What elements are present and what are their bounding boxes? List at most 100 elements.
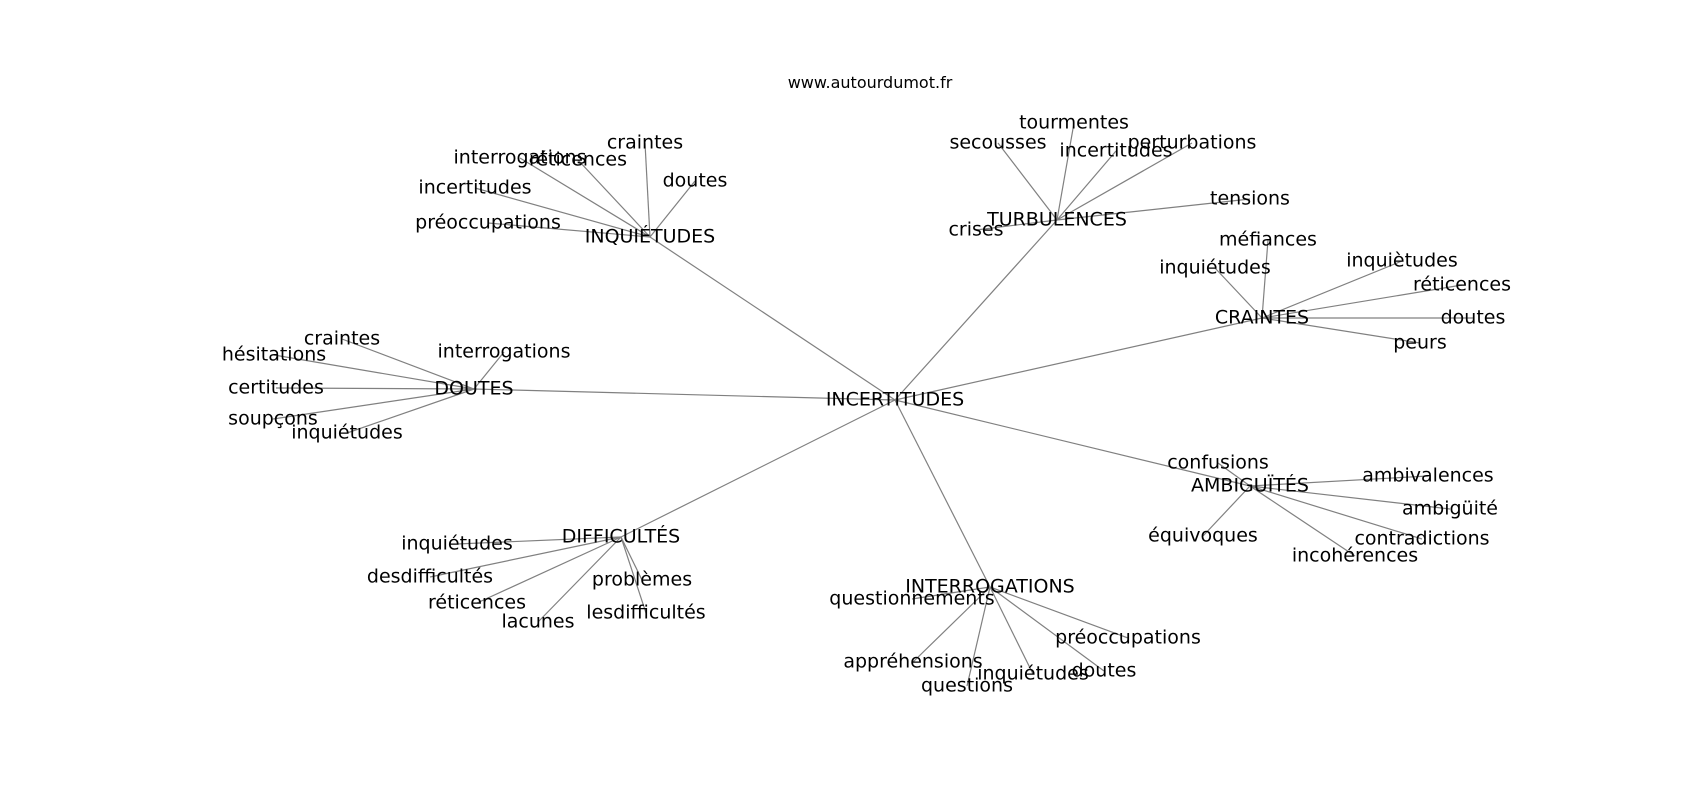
word-node: contradictions xyxy=(1354,528,1489,550)
word-node: questionnements xyxy=(829,588,994,610)
edge-hub-word xyxy=(1217,462,1251,487)
word-node: appréhensions xyxy=(843,651,982,673)
word-node: craintes xyxy=(607,132,683,154)
word-node: peurs xyxy=(1393,332,1447,354)
edge-hub-word xyxy=(519,157,651,238)
center-node: INCERTITUDES xyxy=(826,389,964,411)
word-node: incertitudes xyxy=(418,177,531,199)
word-node: méfiances xyxy=(1219,229,1317,251)
word-node: questions xyxy=(921,675,1013,697)
word-node: certitudes xyxy=(228,377,324,399)
word-node: tensions xyxy=(1210,188,1290,210)
word-node: interrogations xyxy=(454,147,587,169)
word-node: préoccupations xyxy=(415,212,561,234)
word-node: desdifficultés xyxy=(367,566,493,588)
word-node: réticences xyxy=(529,149,627,171)
edge-hub-word xyxy=(487,222,651,238)
edge-hub-word xyxy=(620,536,647,614)
word-node: lacunes xyxy=(501,611,574,633)
word-node: réticences xyxy=(428,592,526,614)
word-node: hésitations xyxy=(222,344,326,366)
word-node: inquiétudes xyxy=(401,533,513,555)
edge-hub-word xyxy=(1202,485,1251,537)
edge-hub-word xyxy=(1056,122,1075,221)
word-node: inquiétudes xyxy=(1159,257,1271,279)
word-node: préoccupations xyxy=(1055,627,1201,649)
edge-hub-word xyxy=(275,387,475,390)
hub-node: CRAINTES xyxy=(1215,307,1309,329)
edge-hub-word xyxy=(273,354,475,390)
word-node: réticences xyxy=(1413,274,1511,296)
word-node: incertitudes xyxy=(1059,140,1172,162)
graph-edges xyxy=(272,122,1473,687)
edge-hub-word xyxy=(456,536,622,545)
edge-hub-word xyxy=(476,536,622,604)
word-node: équivoques xyxy=(1148,525,1258,547)
edge-hub-word xyxy=(1249,475,1429,487)
edge-hub-word xyxy=(989,586,1034,675)
site-url: www.autourdumot.fr xyxy=(788,73,953,92)
edge-center-hub xyxy=(894,399,1251,487)
word-node: secousses xyxy=(949,132,1046,154)
edge-hub-word xyxy=(649,180,696,238)
edge-hub-word xyxy=(1261,317,1421,344)
edge-hub-word xyxy=(1056,142,1193,221)
word-node: interrogations xyxy=(438,341,571,363)
word-node: lesdifficultés xyxy=(586,602,705,624)
edge-hub-word xyxy=(1056,150,1117,221)
edge-center-hub xyxy=(649,236,896,401)
edge-hub-word xyxy=(1249,485,1451,510)
word-node: doutes xyxy=(1072,660,1137,682)
edge-hub-word xyxy=(989,586,1129,639)
edge-center-hub xyxy=(894,317,1263,401)
word-node: inquiètudes xyxy=(1346,250,1458,272)
word-node: perturbations xyxy=(1128,132,1257,154)
hub-node: DIFFICULTÉS xyxy=(562,525,681,548)
word-node: crises xyxy=(948,219,1003,241)
edge-center-hub xyxy=(894,219,1058,401)
edge-hub-word xyxy=(1261,260,1403,319)
edge-hub-word xyxy=(997,142,1058,221)
word-node: inquiétudes xyxy=(977,663,1089,685)
edge-hub-word xyxy=(1056,198,1251,221)
edge-center-hub xyxy=(620,399,896,538)
edge-hub-word xyxy=(537,536,622,623)
edge-hub-word xyxy=(989,586,1105,672)
edge-hub-word xyxy=(975,219,1058,231)
word-node: tourmentes xyxy=(1019,112,1129,134)
edge-hub-word xyxy=(272,388,475,420)
edge-hub-word xyxy=(644,142,651,238)
word-node: ambigüité xyxy=(1402,498,1498,520)
edge-hub-word xyxy=(577,159,651,238)
word-node: craintes xyxy=(304,328,380,350)
word-node: incohérences xyxy=(1292,545,1418,567)
edge-center-hub xyxy=(473,388,896,401)
edge-hub-word xyxy=(911,586,991,600)
edge-hub-word xyxy=(429,536,622,578)
hub-node: TURBULENCES xyxy=(986,209,1127,231)
edge-hub-word xyxy=(1261,239,1269,319)
word-node: confusions xyxy=(1167,452,1269,474)
word-node: inquiétudes xyxy=(291,422,403,444)
hub-node: DOUTES xyxy=(434,378,513,400)
word-node: doutes xyxy=(1441,307,1506,329)
edge-hub-word xyxy=(474,187,651,238)
edge-hub-word xyxy=(346,388,475,434)
edge-hub-word xyxy=(912,586,991,663)
edge-center-hub xyxy=(894,399,991,588)
edge-hub-word xyxy=(1249,485,1423,540)
hub-node: INQUIÉTUDES xyxy=(585,225,716,248)
graph-labels: INCERTITUDESINQUIÉTUDEScraintesréticence… xyxy=(222,112,1511,697)
edge-hub-word xyxy=(473,351,505,390)
hub-node: AMBIGUÏTÉS xyxy=(1191,474,1309,497)
edge-hub-word xyxy=(966,586,991,687)
word-node: problèmes xyxy=(592,569,692,591)
word-node: soupçons xyxy=(228,408,318,430)
edge-hub-word xyxy=(620,536,643,581)
edge-hub-word xyxy=(341,338,475,390)
edge-hub-word xyxy=(1214,267,1263,319)
word-node: doutes xyxy=(663,170,728,192)
word-node: ambivalences xyxy=(1362,465,1493,487)
hub-node: INTERROGATIONS xyxy=(905,576,1074,598)
